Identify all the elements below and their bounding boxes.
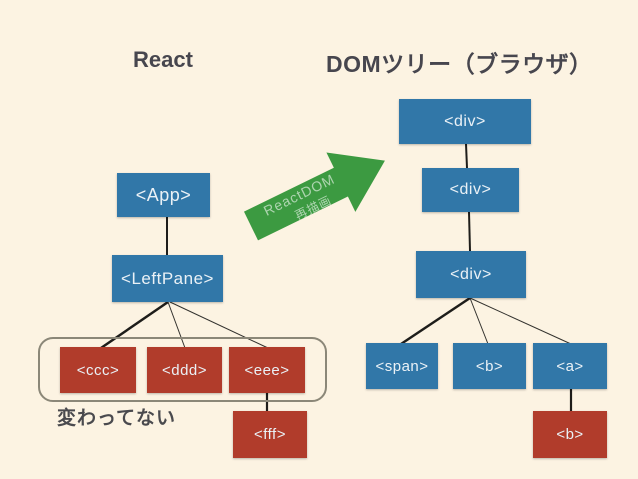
edge-div3-span: [400, 296, 471, 346]
dom-node-b-1: <b>: [453, 343, 526, 389]
dom-node-div-1: <div>: [399, 99, 531, 144]
dom-node-div-3: <div>: [416, 251, 526, 298]
redraw-arrow: ReactDOM 再描画: [243, 152, 385, 241]
react-tree-title: React: [133, 47, 193, 72]
react-node-ddd: <ddd>: [147, 347, 222, 393]
dom-node-span: <span>: [366, 343, 438, 389]
edge-leftpane-ccc: [100, 300, 169, 350]
dom-node-div-2: <div>: [422, 168, 519, 212]
edge-div1-div2: [465, 143, 468, 169]
dom-node-a: <a>: [533, 343, 607, 389]
dom-tree-title: DOMツリー（ブラウザ）: [326, 51, 593, 77]
react-node-leftpane: <LeftPane>: [112, 255, 223, 302]
react-node-ccc: <ccc>: [60, 347, 136, 393]
edge-leftpane-ddd: [167, 301, 186, 349]
edge-div3-a: [469, 297, 572, 345]
react-node-eee: <eee>: [229, 347, 305, 393]
react-node-app: <App>: [117, 173, 210, 217]
edge-leftpane-eee: [169, 301, 269, 349]
react-node-fff: <fff>: [233, 411, 307, 458]
unchanged-group-outline: [38, 337, 327, 402]
unchanged-label: 変わってない: [57, 408, 177, 429]
edge-div3-b: [469, 297, 489, 345]
edge-div2-div3: [468, 211, 471, 252]
dom-node-b-2: <b>: [533, 411, 607, 458]
redraw-arrow-shape: [243, 152, 385, 241]
